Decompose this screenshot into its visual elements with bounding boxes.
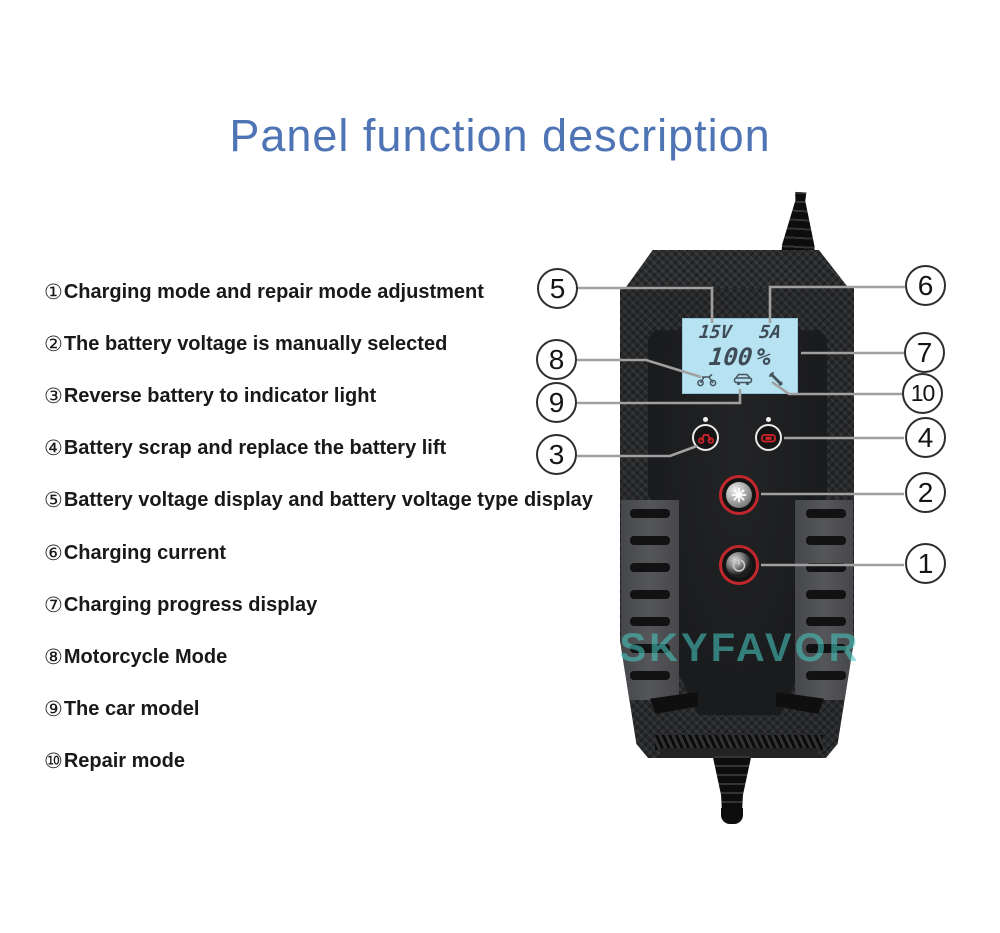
device-top-face (624, 250, 850, 289)
motorcycle-indicator-light (692, 424, 719, 451)
callout-8: 8 (536, 339, 577, 380)
lcd-mode-icons-row (683, 371, 797, 387)
lcd-voltage-current-row: 15V 5A (682, 322, 798, 343)
callout-3: 3 (536, 434, 577, 475)
vent-slot (630, 536, 670, 545)
callout-6: 6 (905, 265, 946, 306)
right-vent-area (795, 500, 853, 700)
percent-sign: % (754, 342, 773, 371)
vent-slot (806, 536, 846, 545)
vent-slot (806, 671, 846, 680)
feature-label: Charging current (63, 541, 227, 564)
vent-slot (630, 563, 670, 572)
feature-number: ⑨ (44, 698, 63, 722)
bottom-chevron-grille (655, 735, 823, 750)
feature-number: ⑧ (44, 645, 63, 669)
bottom-cable-tip (721, 808, 743, 824)
vent-slot (630, 644, 670, 653)
bottom-cable-strain-relief (712, 756, 752, 812)
motorcycle-led-dot (703, 417, 708, 422)
lcd-display: 15V 5A 100 % (682, 318, 798, 394)
charge-mode-button (719, 545, 759, 585)
vent-slot (806, 617, 846, 626)
feature-number: ⑥ (44, 541, 63, 565)
feature-number: ③ (44, 384, 63, 408)
feature-number: ① (44, 280, 63, 304)
current-value: 5A (758, 322, 783, 343)
top-cable-strain-relief (781, 191, 817, 255)
vent-slot (806, 644, 846, 653)
vent-slot (806, 590, 846, 599)
motorcycle-icon (697, 373, 717, 386)
feature-label: Battery voltage display and battery volt… (63, 489, 593, 512)
feature-label: Charging mode and repair mode adjustment (63, 280, 484, 303)
asterisk-icon (731, 487, 747, 503)
vent-slot (630, 590, 670, 599)
feature-label: The car model (63, 698, 200, 721)
feature-label: Charging progress display (63, 593, 318, 616)
feature-label: The battery voltage is manually selected (63, 332, 448, 355)
callout-5: 5 (537, 268, 578, 309)
voltage-select-button (719, 475, 759, 515)
callout-1: 1 (905, 543, 946, 584)
feature-number: ⑦ (44, 593, 63, 617)
callout-2: 2 (905, 472, 946, 513)
bottom-edge-bar (660, 748, 818, 758)
callout-4: 4 (905, 417, 946, 458)
feature-number: ⑩ (44, 750, 63, 774)
callout-7: 7 (904, 332, 945, 373)
feature-number: ② (44, 332, 63, 356)
left-vent-area (621, 500, 679, 700)
progress-value: 100 (707, 342, 754, 371)
feature-label: Reverse battery to indicator light (63, 384, 377, 407)
vent-slot (630, 509, 670, 518)
page-title: Panel function description (229, 110, 771, 161)
callout-9: 9 (536, 382, 577, 423)
feature-label: Repair mode (63, 750, 185, 773)
callout-10: 10 (902, 373, 943, 414)
mode-button-core (726, 552, 752, 578)
feature-label: Battery scrap and replace the battery li… (63, 437, 447, 460)
voltage-value: 15V (697, 322, 733, 343)
car-icon (733, 373, 753, 386)
lcd-progress-row: 100 % (682, 342, 799, 371)
power-icon (732, 558, 746, 572)
feature-number: ④ (44, 437, 63, 461)
car-indicator-icon (761, 434, 776, 443)
feature-number: ⑤ (44, 489, 63, 513)
vent-slot (630, 617, 670, 626)
car-led-dot (766, 417, 771, 422)
voltage-button-core (726, 482, 752, 508)
vent-slot (806, 563, 846, 572)
feature-label: Motorcycle Mode (63, 645, 228, 668)
vent-slot (806, 509, 846, 518)
car-indicator-light (755, 424, 782, 451)
skyfavor-watermark: SKYFAVOR (619, 626, 861, 670)
vent-slot (630, 671, 670, 680)
wrench-icon (769, 372, 783, 386)
motorcycle-indicator-icon (697, 433, 714, 444)
